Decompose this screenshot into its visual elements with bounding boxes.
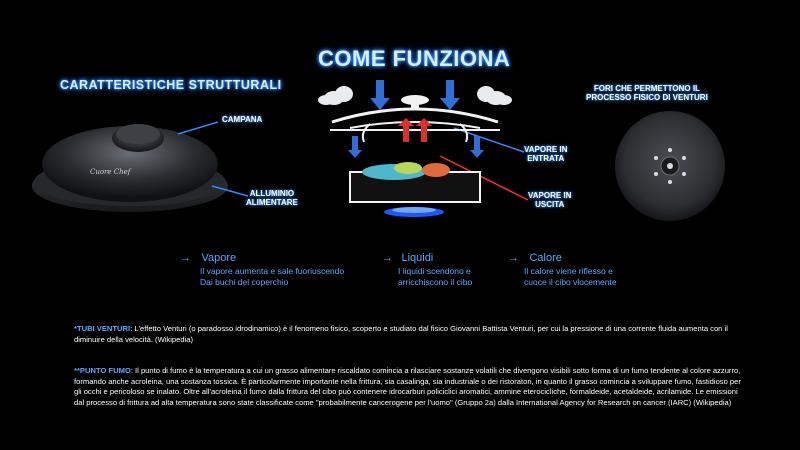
up-arrows [398, 118, 432, 142]
label-campana: CAMPANA [222, 115, 263, 124]
label-fori: FORI CHE PERMETTONO IL PROCESSO FISICO D… [586, 84, 708, 102]
section-body: I liquidi scendono e arricchiscono il ci… [398, 266, 473, 287]
section-title: Liquidi [401, 252, 434, 264]
section-title: Vapore [201, 252, 237, 264]
label-vapore-entrata: VAPORE IN ENTRATA [524, 145, 568, 163]
section-liquidi: → Liquidi I liquidi scendono e arricchis… [382, 248, 522, 288]
arrow-icon: → [382, 252, 393, 264]
arrow-icon: → [180, 252, 191, 264]
label-vapore-uscita: VAPORE IN USCITA [528, 191, 572, 209]
cloud-icon [318, 86, 353, 105]
note-text: : L'effetto Venturi (o paradosso idrodin… [74, 324, 728, 344]
note-tubi-venturi: *TUBI VENTURI: L'effetto Venturi (o para… [74, 324, 734, 345]
main-title: COME FUNZIONA [318, 46, 511, 71]
flame-icon [384, 207, 444, 217]
section-title: Calore [529, 252, 562, 264]
label-alluminio: ALLUMINIO ALIMENTARE [246, 189, 298, 207]
section-body: Il calore viene riflesso e cuoce il cibo… [524, 266, 617, 287]
lid-holes-disc [615, 111, 725, 221]
pan-illustration: Cuore Chef [32, 124, 228, 212]
cooking-diagram [318, 80, 512, 217]
note-key: **PUNTO FUMO [74, 366, 131, 375]
down-arrows [370, 80, 460, 110]
note-punto-fumo: **PUNTO FUMO: Il punto di fumo è la temp… [74, 366, 746, 408]
section-calore: → Calore Il calore viene riflesso e cuoc… [508, 248, 668, 288]
note-key: *TUBI VENTURI [74, 324, 131, 333]
structure-title: CARATTERISTICHE STRUTTURALI [60, 78, 282, 92]
section-body: Il vapore aumenta e sale fuoriuscendo Da… [200, 266, 345, 287]
arrow-icon: → [508, 252, 519, 264]
brand-logo: Cuore Chef [90, 168, 132, 176]
section-vapore: → Vapore Il vapore aumenta e sale fuoriu… [180, 248, 370, 288]
note-text: : Il punto di fumo è la temperatura a cu… [74, 366, 741, 407]
